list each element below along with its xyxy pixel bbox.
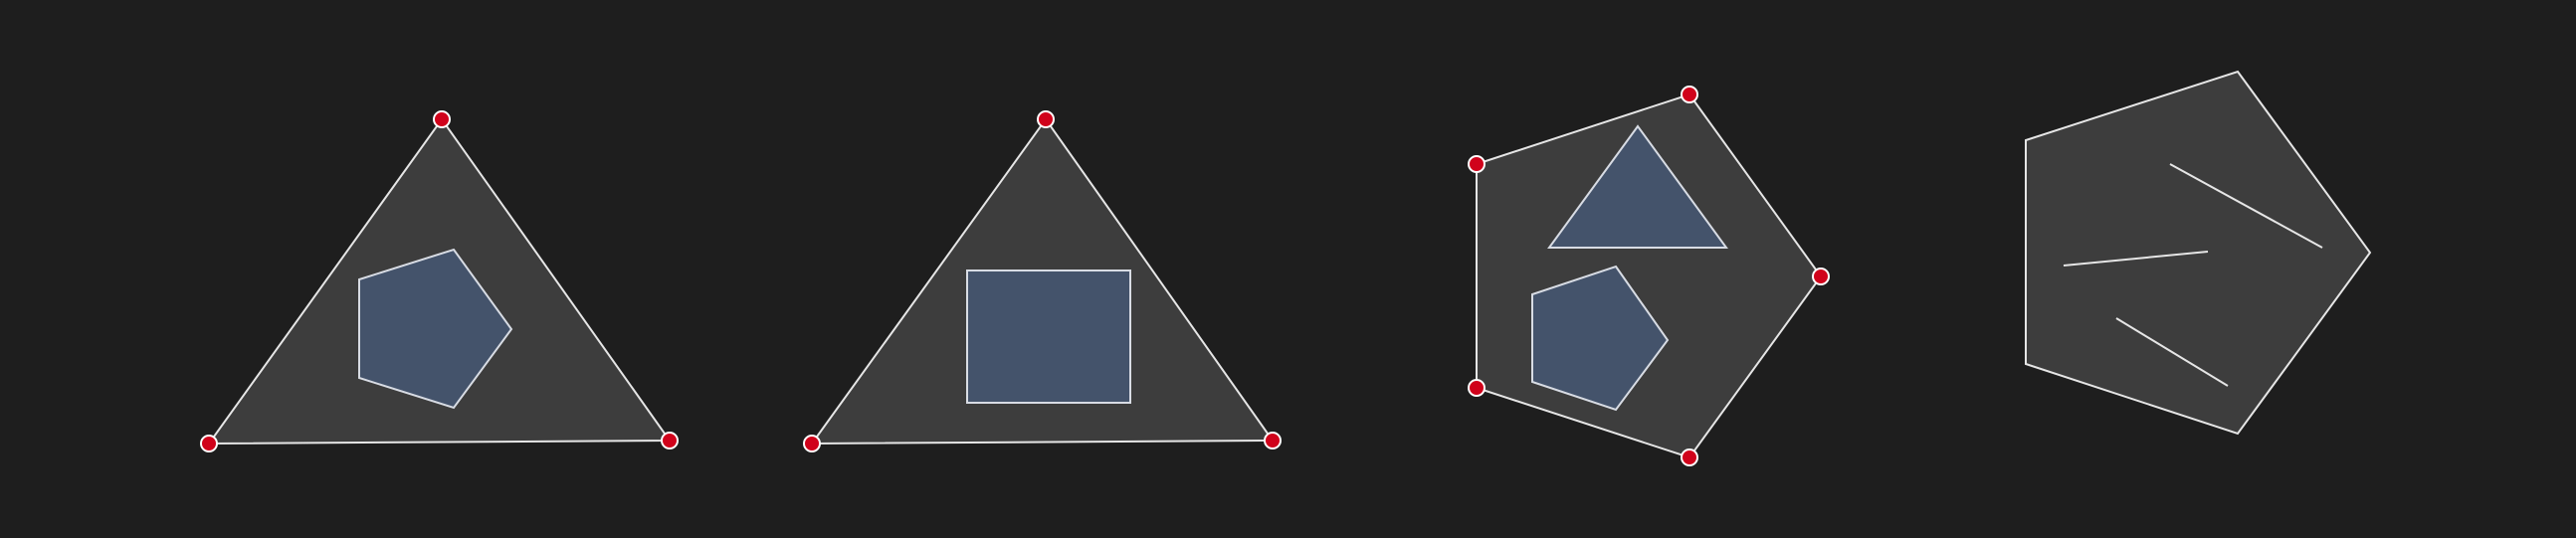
vertex-handle[interactable] — [1681, 448, 1698, 466]
panel-triangle-with-pentagon — [200, 110, 679, 452]
vertex-handle[interactable] — [200, 435, 218, 452]
vertex-handle[interactable] — [1264, 432, 1282, 449]
inner-pentagon[interactable] — [358, 248, 513, 410]
stroke-line[interactable] — [2115, 317, 2229, 387]
vertex-handle[interactable] — [1037, 110, 1055, 128]
vertex-handle[interactable] — [661, 432, 679, 449]
inner-pentagon[interactable] — [1531, 265, 1670, 412]
panel-pentagon-with-strokes — [2025, 70, 2372, 436]
stroke-line[interactable] — [2169, 163, 2323, 249]
vertex-handle[interactable] — [803, 435, 821, 452]
stroke-line[interactable] — [2063, 251, 2209, 267]
panel-pentagon-with-triangle-and-pentagon — [1468, 86, 1830, 466]
vertex-handle[interactable] — [433, 110, 451, 128]
vertex-handle[interactable] — [1812, 268, 1830, 285]
vertex-handle[interactable] — [1681, 86, 1698, 103]
vertex-handle[interactable] — [1468, 379, 1486, 397]
vertex-handle[interactable] — [1468, 155, 1486, 173]
panel-triangle-with-rectangle — [803, 110, 1282, 452]
inner-rectangle[interactable] — [966, 269, 1131, 404]
inner-triangle[interactable] — [1547, 124, 1728, 249]
